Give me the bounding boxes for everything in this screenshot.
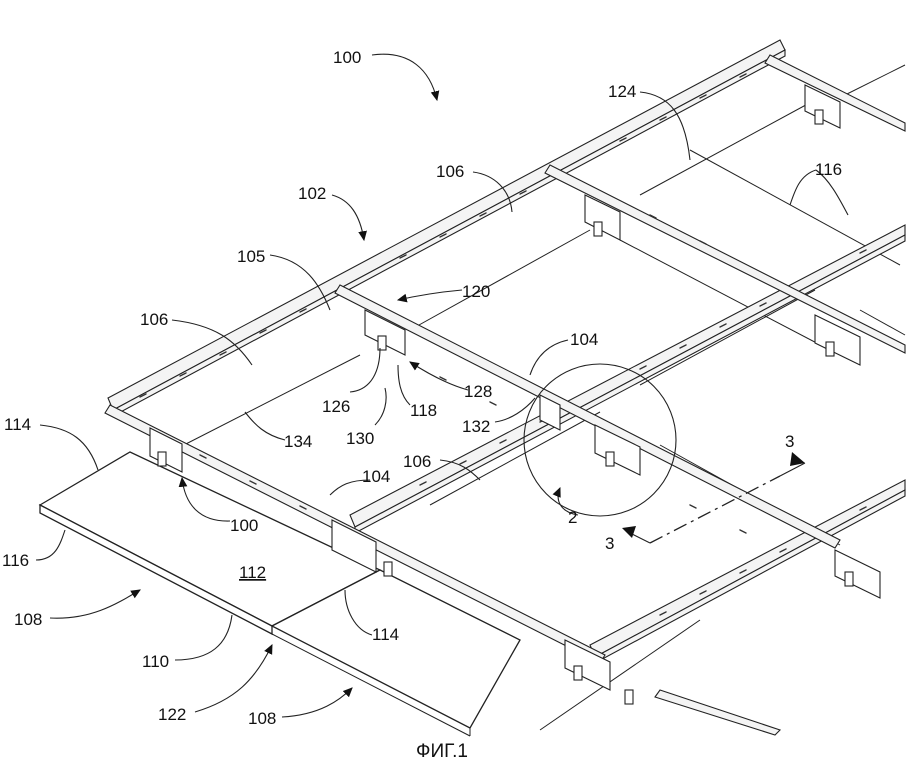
cross-tee-4 xyxy=(764,54,906,132)
cross-tee-2 xyxy=(334,284,841,549)
reference-numerals: 100 124 116 106 102 105 120 106 104 128 … xyxy=(2,48,842,728)
label-108-left: 108 xyxy=(14,610,42,629)
label-128: 128 xyxy=(464,382,492,401)
detail-circle-2 xyxy=(523,363,677,517)
label-106-bottom: 106 xyxy=(403,452,431,471)
label-132: 132 xyxy=(462,417,490,436)
label-120: 120 xyxy=(462,282,490,301)
runner-slots xyxy=(139,73,867,616)
hanger-clip xyxy=(364,309,406,356)
label-114-bottom: 114 xyxy=(372,625,399,644)
label-126: 126 xyxy=(322,397,350,416)
leader-lines xyxy=(35,53,849,718)
label-116-top: 116 xyxy=(815,160,842,179)
hanger-clip xyxy=(584,194,621,241)
label-112: 112 xyxy=(239,563,266,582)
label-2: 2 xyxy=(568,508,577,527)
label-130: 130 xyxy=(346,429,374,448)
label-118: 118 xyxy=(410,401,437,420)
hanger-clip xyxy=(539,394,561,431)
main-runner-2 xyxy=(349,224,906,534)
label-106-left: 106 xyxy=(140,310,168,329)
label-104-top: 104 xyxy=(570,330,598,349)
figure-caption: ФИГ.1 xyxy=(416,741,468,762)
label-3-left: 3 xyxy=(605,534,614,553)
cross-tee-3 xyxy=(544,164,906,354)
section-line-3 xyxy=(622,452,806,544)
panel-edges xyxy=(179,64,906,731)
label-114-top: 114 xyxy=(4,415,31,434)
hanger-clip xyxy=(331,519,393,577)
label-110: 110 xyxy=(142,652,169,671)
hanger-clip xyxy=(834,549,881,599)
hanger-clip xyxy=(814,314,861,366)
hanger-clip xyxy=(594,424,641,476)
label-100-bottom: 100 xyxy=(230,516,258,535)
label-134: 134 xyxy=(284,432,312,451)
label-122: 122 xyxy=(158,705,186,724)
label-105: 105 xyxy=(237,247,265,266)
ceiling-panel-left xyxy=(38,451,382,636)
hanger-clip xyxy=(564,639,634,705)
label-124: 124 xyxy=(608,82,636,101)
label-108-bottom: 108 xyxy=(248,709,276,728)
label-116-left: 116 xyxy=(2,551,29,570)
label-104-bottom: 104 xyxy=(362,467,390,486)
hanger-clip xyxy=(804,84,841,129)
main-runner-1 xyxy=(107,39,786,417)
hanger-clip xyxy=(149,427,183,473)
hanger-clips xyxy=(149,84,881,705)
label-3-right: 3 xyxy=(785,432,794,451)
label-106-top: 106 xyxy=(436,162,464,181)
label-102: 102 xyxy=(298,184,326,203)
cross-tee-5 xyxy=(654,689,782,736)
ceiling-panel-right xyxy=(270,569,521,737)
label-100-top: 100 xyxy=(333,48,361,67)
